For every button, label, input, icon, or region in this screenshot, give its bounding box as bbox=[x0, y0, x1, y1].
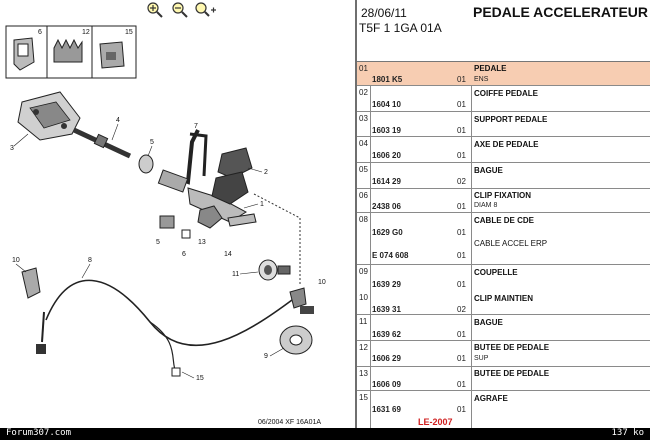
diagram-svg: 6 12 15 bbox=[5, 25, 326, 382]
table-row[interactable]: 12 1606 29 01 BUTEE DE PEDALE SUP bbox=[357, 341, 650, 367]
callout-11: 11 bbox=[232, 271, 239, 278]
inset-label-6: 6 bbox=[38, 29, 42, 36]
status-bar: Forum307.com 137 ko bbox=[0, 428, 650, 440]
inset-label-12: 12 bbox=[82, 29, 90, 36]
callout-1: 1 bbox=[260, 201, 264, 208]
callout-7: 7 bbox=[194, 123, 198, 130]
zoom-in-icon[interactable] bbox=[147, 2, 163, 18]
table-row[interactable]: 09 1639 29 01 COUPELLE 10 1639 31 02 CLI… bbox=[357, 265, 650, 315]
callout-4: 4 bbox=[116, 117, 120, 124]
page-title: PEDALE ACCELERATEUR bbox=[473, 4, 649, 20]
toolbar bbox=[0, 0, 355, 22]
table-row[interactable]: 06 2438 06 01 CLIP FIXATION DIAM 8 bbox=[357, 189, 650, 213]
callout-3: 3 bbox=[10, 145, 14, 152]
inset-label-15: 15 bbox=[125, 29, 133, 36]
table-row[interactable]: 02 1604 10 01 COIFFE PEDALE bbox=[357, 86, 650, 112]
date-range-label: LE-2007 bbox=[418, 417, 453, 427]
callout-5: 5 bbox=[150, 139, 154, 146]
callout-13: 13 bbox=[198, 239, 206, 246]
table-row[interactable]: 15 1631 69 01 AGRAFE bbox=[359, 393, 508, 414]
status-site: Forum307.com bbox=[6, 428, 72, 438]
parts-table: 01 1801 K5 01 PEDALE ENS 02 1604 10 01 C… bbox=[357, 61, 650, 429]
table-row[interactable]: 01 1801 K5 01 PEDALE ENS bbox=[357, 62, 650, 86]
callout-5b: 5 bbox=[156, 239, 160, 246]
model-code: T5F 1 1GA 01A bbox=[359, 21, 442, 35]
callout-10b: 10 bbox=[318, 279, 326, 286]
table-row[interactable]: 13 1606 09 01 BUTEE DE PEDALE bbox=[357, 367, 650, 391]
table-row[interactable]: 08 1629 G0 01 CABLE DE CDE E 074 608 01 … bbox=[357, 213, 650, 265]
exploded-diagram[interactable]: 6 12 15 bbox=[0, 22, 355, 428]
callout-2: 2 bbox=[264, 169, 268, 176]
table-row[interactable]: 05 1614 29 02 BAGUE bbox=[357, 163, 650, 189]
callout-8: 8 bbox=[88, 257, 92, 264]
pan-zoom-icon[interactable] bbox=[195, 2, 217, 18]
callout-15: 15 bbox=[196, 375, 204, 382]
inset-frame bbox=[5, 25, 137, 79]
parts-panel: 28/06/11 PEDALE ACCELERATEUR T5F 1 1GA 0… bbox=[357, 0, 650, 428]
callout-14: 14 bbox=[224, 251, 232, 258]
header-date: 28/06/11 bbox=[361, 6, 407, 20]
callout-6: 6 bbox=[182, 251, 186, 258]
table-row[interactable]: 04 1606 20 01 AXE DE PEDALE bbox=[357, 137, 650, 163]
zoom-out-icon[interactable] bbox=[172, 2, 188, 18]
callout-9: 9 bbox=[264, 353, 268, 360]
diagram-reference: 06/2004 XF 16A01A bbox=[258, 419, 322, 426]
status-size: 137 ko bbox=[611, 428, 644, 438]
table-row[interactable]: 03 1603 19 01 SUPPORT PEDALE bbox=[357, 112, 650, 137]
table-row[interactable]: 11 1639 62 01 BAGUE bbox=[357, 315, 650, 341]
callout-10: 10 bbox=[12, 257, 20, 264]
pane-divider[interactable] bbox=[355, 0, 357, 428]
